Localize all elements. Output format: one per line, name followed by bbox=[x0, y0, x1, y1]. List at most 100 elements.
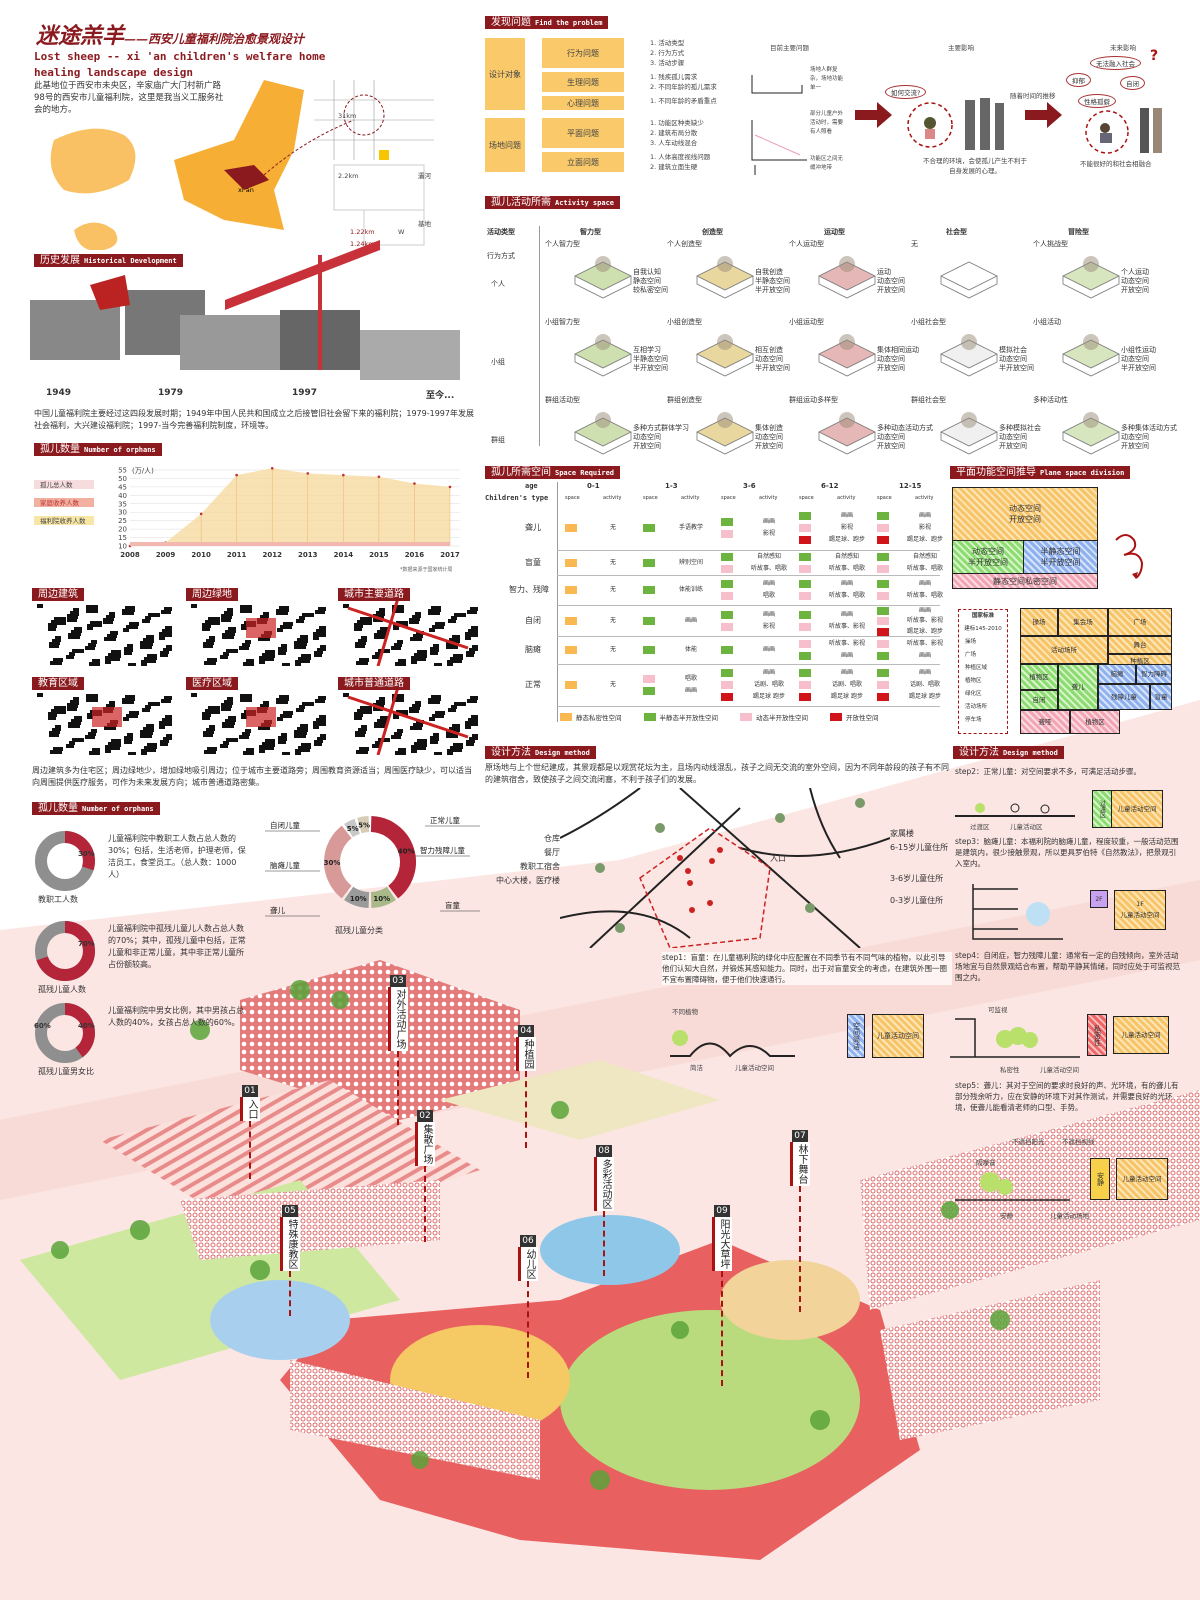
highlight-area bbox=[246, 618, 276, 638]
zone-number: 07 bbox=[792, 1130, 808, 1142]
highlight-area bbox=[92, 707, 122, 727]
diagram-block: 儿童活动空间 bbox=[1113, 1016, 1169, 1054]
building-block bbox=[298, 657, 310, 663]
activity-subtype: 小组活动 bbox=[1033, 318, 1061, 326]
building-block bbox=[435, 622, 445, 626]
step2-section-sketch bbox=[955, 803, 1075, 817]
building-block bbox=[428, 698, 440, 704]
design-method-text: 原场地与上个世纪建成，其景观都是以观赏花坛为主，且场内动线混乱，孩子之间无交流的… bbox=[485, 763, 949, 784]
iso-activity-block bbox=[696, 412, 754, 455]
building-block bbox=[104, 726, 116, 730]
building-block bbox=[245, 640, 251, 644]
activity-text: 无 bbox=[609, 558, 616, 566]
building-block bbox=[245, 729, 251, 733]
building-block bbox=[103, 618, 113, 624]
legend-item: 开放性空间 bbox=[830, 712, 879, 722]
building-block bbox=[409, 707, 419, 713]
activity-subheader: activity bbox=[681, 495, 700, 501]
activity-subtype: 小组运动型 bbox=[789, 318, 824, 326]
building-block bbox=[413, 723, 423, 727]
tree-icon bbox=[717, 412, 733, 428]
donut-percent: 40% bbox=[78, 1022, 95, 1030]
legend-swatch bbox=[34, 480, 94, 489]
future-bubble: 自闭 bbox=[1120, 76, 1145, 90]
row-divider bbox=[557, 605, 940, 606]
building-block bbox=[296, 619, 304, 623]
building-block bbox=[277, 628, 283, 632]
sketch-zone: 残障儿童 bbox=[1098, 684, 1150, 710]
building-block bbox=[295, 749, 301, 755]
diagram-label: 儿童活动区 bbox=[1010, 823, 1043, 831]
space-swatch bbox=[721, 693, 733, 701]
space-swatch bbox=[721, 518, 733, 526]
donut-label: 孤残儿童男女比 bbox=[38, 1067, 94, 1076]
leader-line bbox=[397, 1051, 399, 1125]
space-swatch bbox=[721, 669, 733, 677]
space-swatch bbox=[643, 524, 655, 532]
impact-title: 主要影响 bbox=[948, 44, 974, 52]
building-block bbox=[207, 658, 217, 662]
activity-description: 多种模拟社会 动态空间 开放空间 bbox=[999, 424, 1041, 450]
building-block bbox=[258, 637, 270, 641]
space-swatch bbox=[799, 536, 811, 544]
space-swatch bbox=[877, 693, 889, 701]
activity-description: 多种动态活动方式 动态空间 开放空间 bbox=[877, 424, 933, 450]
activity-text: 无 bbox=[609, 616, 616, 624]
scale-label: 个人 bbox=[491, 280, 505, 288]
building-block bbox=[394, 732, 402, 736]
legend-item: 静态私密性空间 bbox=[560, 712, 622, 722]
building-block bbox=[160, 651, 168, 657]
building-block bbox=[223, 652, 229, 656]
building-block bbox=[262, 742, 274, 750]
zone-name: 林下舞台 bbox=[790, 1142, 810, 1186]
problem-category: 立面问题 bbox=[542, 152, 624, 172]
building-block bbox=[53, 658, 63, 662]
iso-activity-block bbox=[1062, 334, 1120, 377]
y-tick-label: 10 bbox=[118, 543, 127, 551]
activity-text: 听故事、唱歌 bbox=[828, 592, 865, 599]
building-block bbox=[162, 718, 172, 726]
building-block bbox=[124, 736, 132, 744]
building-block bbox=[282, 752, 290, 755]
iso-activity-block bbox=[940, 261, 998, 299]
building-block bbox=[221, 703, 231, 711]
building-block bbox=[278, 647, 286, 655]
building-block bbox=[164, 607, 172, 611]
tree-icon bbox=[961, 412, 977, 428]
map-label: 仓库 bbox=[544, 834, 560, 843]
diagram-label: 过渡区 bbox=[970, 823, 990, 831]
building-block bbox=[429, 717, 435, 721]
problem-point: 1. 残疾孤儿需求 bbox=[650, 73, 698, 81]
divider bbox=[557, 482, 558, 722]
building-block bbox=[105, 745, 111, 753]
problem-point: 1. 功能区种类缺少 bbox=[650, 119, 704, 127]
activity-text: 影视 bbox=[762, 622, 775, 630]
row-divider bbox=[557, 664, 940, 665]
iso-top bbox=[696, 261, 754, 291]
x-tick-label: 2014 bbox=[334, 551, 354, 559]
activity-description: 多种集体活动方式 动态空间 开放空间 bbox=[1121, 424, 1177, 450]
building-block bbox=[316, 629, 326, 637]
space-subheader: space bbox=[799, 495, 814, 501]
building-block bbox=[282, 663, 290, 666]
leader-line bbox=[424, 1166, 426, 1242]
building-block bbox=[394, 643, 402, 647]
building-block bbox=[468, 629, 478, 637]
activity-text: 画画 bbox=[762, 610, 775, 618]
figure-ground-map bbox=[343, 686, 478, 755]
squiggle-arrow-icon bbox=[1115, 534, 1144, 579]
map-label: xi an bbox=[238, 186, 254, 194]
surroundings-map-tile: 城市主要道路 bbox=[338, 588, 478, 666]
highlight-area bbox=[246, 707, 276, 727]
space-swatch bbox=[877, 617, 889, 626]
space-swatch bbox=[721, 646, 733, 654]
future-bubble: 抑郁 bbox=[1066, 73, 1091, 87]
map-label: 0-3岁儿童住所 bbox=[890, 896, 944, 905]
building-block bbox=[239, 735, 249, 739]
data-point bbox=[306, 472, 310, 475]
building-block bbox=[313, 632, 319, 640]
x-tick-label: 2011 bbox=[227, 551, 247, 559]
y-tick-label: 50 bbox=[118, 475, 127, 483]
